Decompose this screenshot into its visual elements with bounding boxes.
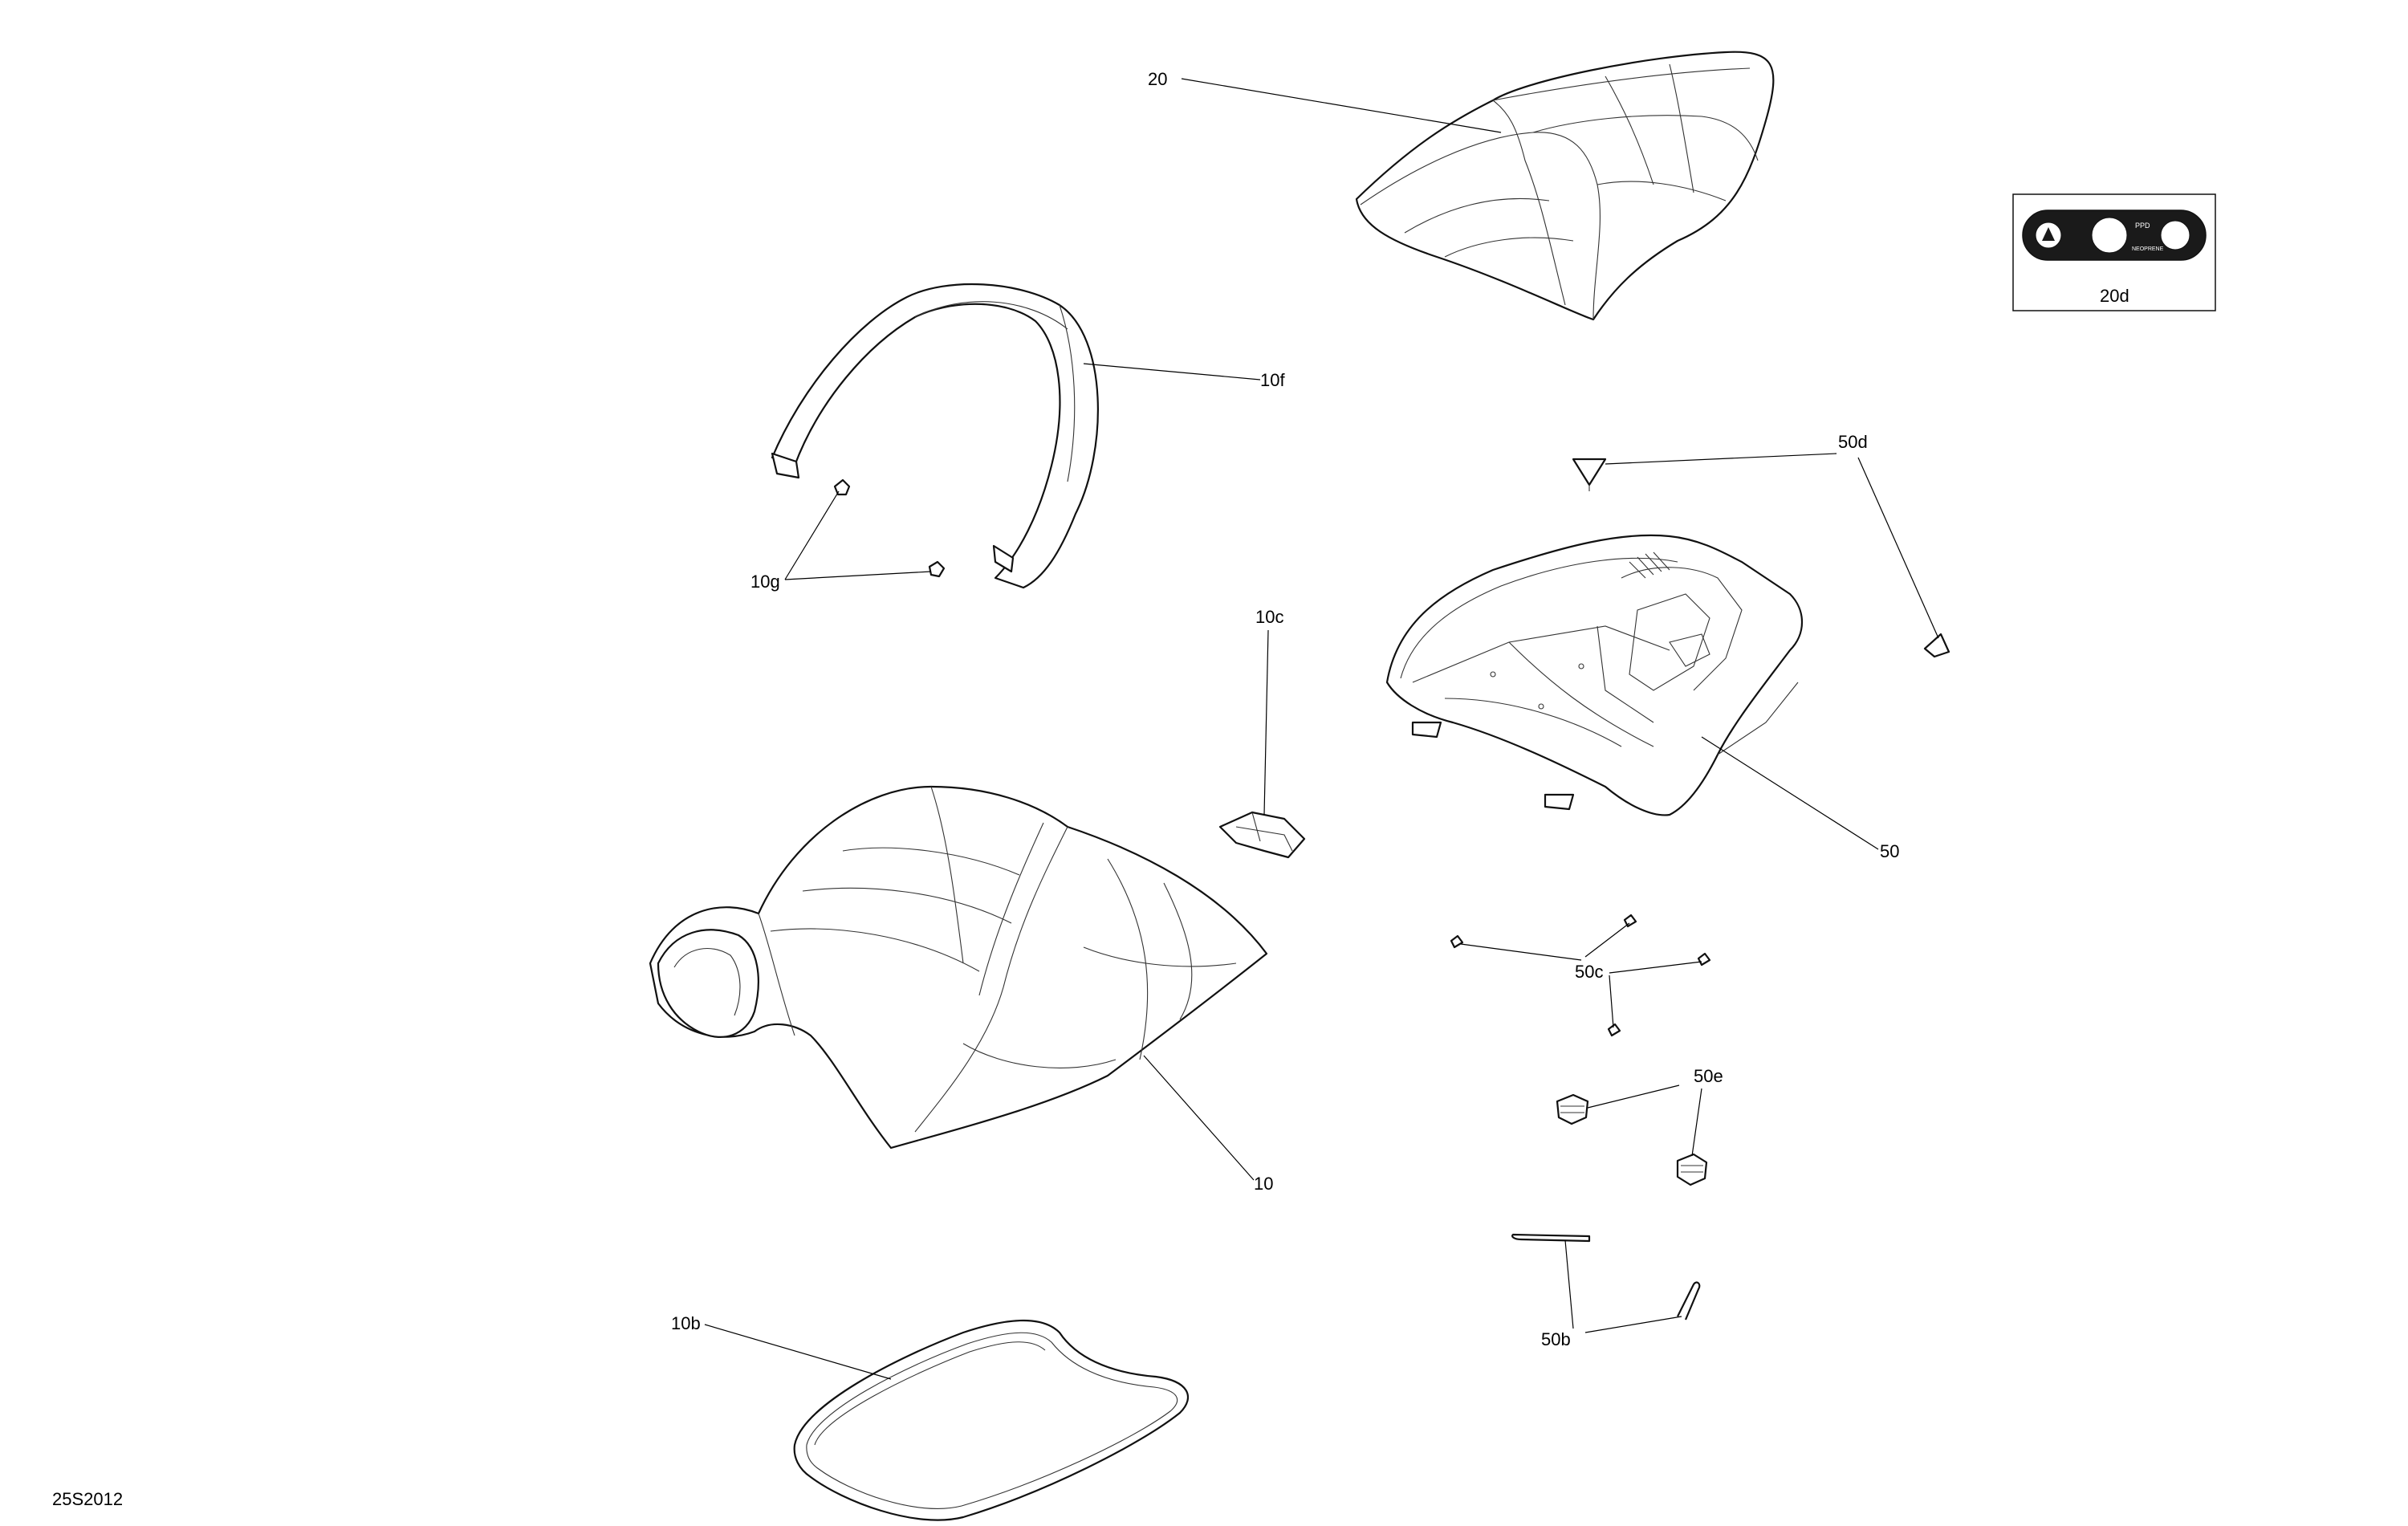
part-50b-pins[interactable] [1511,1233,1701,1320]
callout-50e[interactable]: 50e [1694,1066,1723,1086]
part-10c-latch[interactable] [1218,811,1306,859]
leader-10c [1263,629,1269,816]
part-10-front-seat[interactable] [649,785,1268,1150]
leader-10f [1083,363,1261,380]
leader-50 [1701,736,1879,850]
leader-10b [704,1324,892,1380]
callout-50d[interactable]: 50d [1838,432,1868,452]
part-50d-bumpers[interactable] [1572,458,1950,658]
rivet-c [1697,952,1711,966]
bumper-b [1923,633,1950,658]
decal-text-neoprene: NEOPRENE [2132,246,2164,252]
leader-20 [1181,78,1502,133]
part-50e-nuts[interactable] [1556,1093,1708,1186]
part-10b-gasket[interactable] [793,1319,1189,1521]
diagram-code: 25S2012 [52,1489,123,1509]
leader-50b-b [1584,1316,1682,1333]
decal-text-ppd: PPD [2135,222,2150,230]
clip-b [928,560,946,578]
callout-10[interactable]: 10 [1254,1174,1273,1194]
rivet-d [1607,1023,1621,1037]
base-foot-right [1544,793,1575,811]
callout-10f[interactable]: 10f [1260,370,1285,390]
leader-10g-a [784,490,840,580]
rider-icon [2091,217,2128,254]
rivet-b [1623,914,1637,928]
bumper-a [1572,458,1607,486]
leader-50c-c [1609,961,1702,974]
leader-50e-b [1691,1088,1702,1157]
callout-10b[interactable]: 10b [671,1313,701,1333]
leader-10g-b [784,571,932,580]
strap-end-right [992,544,1015,573]
warning-triangle-icon [2042,227,2055,241]
part-10g-clips[interactable] [833,478,946,578]
callout-20[interactable]: 20 [1148,69,1167,89]
part-50-seat-base[interactable] [1385,534,1804,816]
strap-end-left [771,452,800,479]
callout-50c[interactable]: 50c [1575,962,1603,982]
part-20d-decal[interactable]: PPD NEOPRENE [2012,193,2216,311]
part-50c-rivets[interactable] [1450,914,1711,1037]
callout-10c[interactable]: 10c [1255,607,1283,627]
nut-b [1676,1153,1708,1186]
callout-10g[interactable]: 10g [750,572,780,592]
base-foot-left [1411,721,1442,739]
leader-50d-a [1605,453,1837,465]
nut-a [1556,1093,1589,1125]
leader-50c-a [1460,943,1582,961]
pin-b [1677,1281,1701,1320]
leader-10 [1143,1055,1255,1181]
callout-20d[interactable]: 20d [2100,286,2129,306]
leader-50c-b [1584,922,1630,958]
rivet-a [1450,934,1464,949]
clip-a [833,478,851,496]
callout-50b[interactable]: 50b [1541,1329,1571,1349]
leader-50b-a [1564,1239,1574,1329]
leader-50c-d [1609,975,1614,1028]
callout-50[interactable]: 50 [1880,841,1899,861]
leader-50d-b [1857,457,1939,639]
seat-handle-opening [657,929,759,1038]
vest-icon [2160,220,2190,250]
part-10f-strap[interactable] [771,283,1099,589]
leader-50e-a [1587,1084,1680,1109]
pin-a [1511,1233,1591,1243]
part-20-rear-seat[interactable] [1355,51,1775,321]
